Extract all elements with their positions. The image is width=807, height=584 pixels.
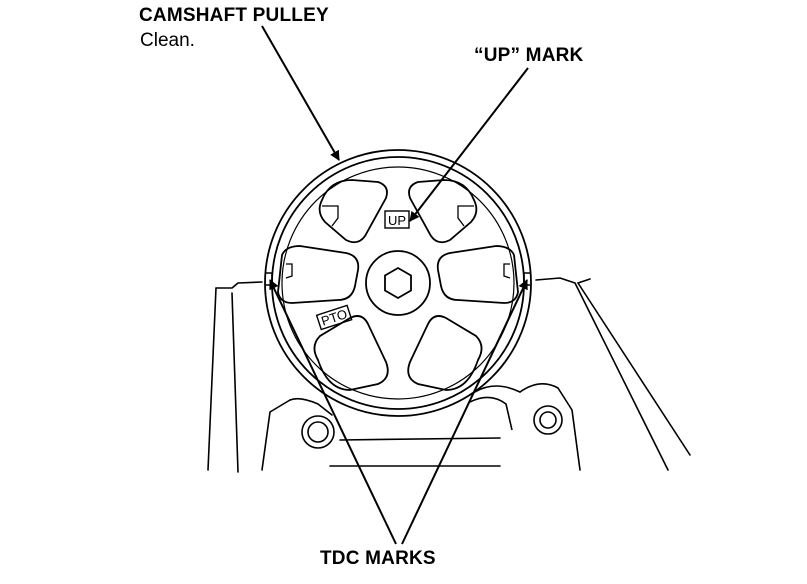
up-mark-text: UP	[388, 213, 406, 228]
clean-note-label: Clean.	[140, 30, 195, 51]
housing-bosses	[301, 396, 563, 449]
pulley-outer-rim	[264, 149, 532, 417]
cam-notch-right	[503, 263, 511, 279]
pulley-window-top-left	[318, 179, 388, 244]
cam-lobe-right	[457, 205, 474, 227]
up-mark-box	[384, 210, 410, 229]
pulley-window-right	[436, 245, 519, 304]
leader-arrows	[261, 25, 529, 545]
arrow-camshaft-pulley	[261, 25, 340, 161]
arrow-tdc-left	[269, 279, 397, 545]
pto-mark-text: PTO	[319, 306, 349, 328]
pulley-window-top-right	[408, 179, 478, 244]
tdc-notch-left	[266, 272, 273, 286]
up-mark-label: “UP” MARK	[474, 45, 584, 66]
pulley-window-bottom-left	[313, 315, 389, 391]
arrow-tdc-right	[401, 279, 528, 545]
hub-hex-bolt	[384, 266, 412, 300]
pto-mark-box	[315, 304, 353, 331]
pulley-inner-rim	[271, 156, 525, 410]
arrow-up-mark	[409, 67, 529, 222]
pulley-window-left	[277, 245, 360, 304]
pulley-web-edge	[281, 166, 515, 400]
camshaft-pulley-label: CAMSHAFT PULLEY	[139, 5, 329, 26]
tdc-marks-label: TDC MARKS	[320, 548, 436, 569]
cam-lobe-left	[322, 205, 339, 227]
camshaft-pulley	[264, 149, 532, 417]
pulley-window-bottom-right	[407, 315, 483, 391]
cam-notch-left	[285, 263, 293, 279]
pulley-hub	[365, 250, 431, 316]
